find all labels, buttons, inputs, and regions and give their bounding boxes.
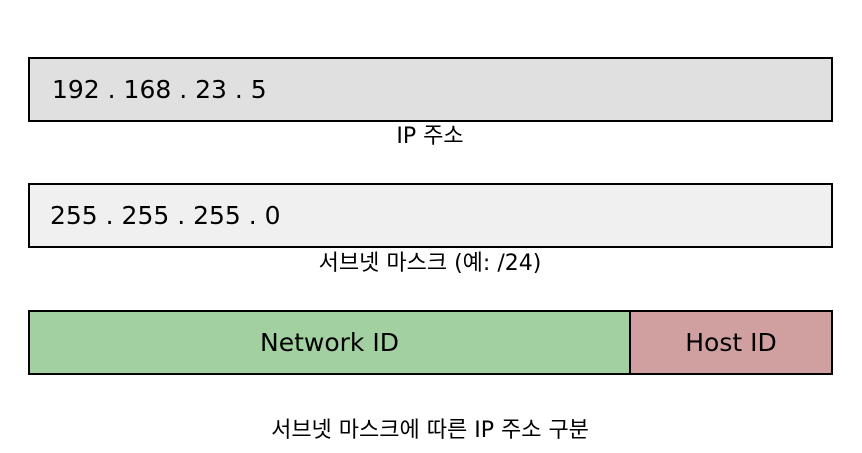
ip-address-box: 192 . 168 . 23 . 5 (28, 57, 833, 122)
network-id-segment: Network ID (28, 310, 631, 375)
ip-address-caption: IP 주소 (396, 124, 464, 149)
subnet-mask-value: 255 . 255 . 255 . 0 (50, 201, 281, 230)
subnet-mask-box: 255 . 255 . 255 . 0 (28, 183, 833, 248)
host-id-segment: Host ID (631, 310, 833, 375)
ip-address-value: 192 . 168 . 23 . 5 (52, 75, 267, 104)
network-id-label: Network ID (260, 328, 399, 357)
network-host-split: Network ID Host ID (28, 310, 833, 375)
subnet-mask-caption: 서브넷 마스크 (예: /24) (318, 251, 542, 276)
diagram-title: 서브넷 마스크에 따른 IP 주소 구분 (271, 418, 589, 443)
host-id-label: Host ID (685, 328, 777, 357)
